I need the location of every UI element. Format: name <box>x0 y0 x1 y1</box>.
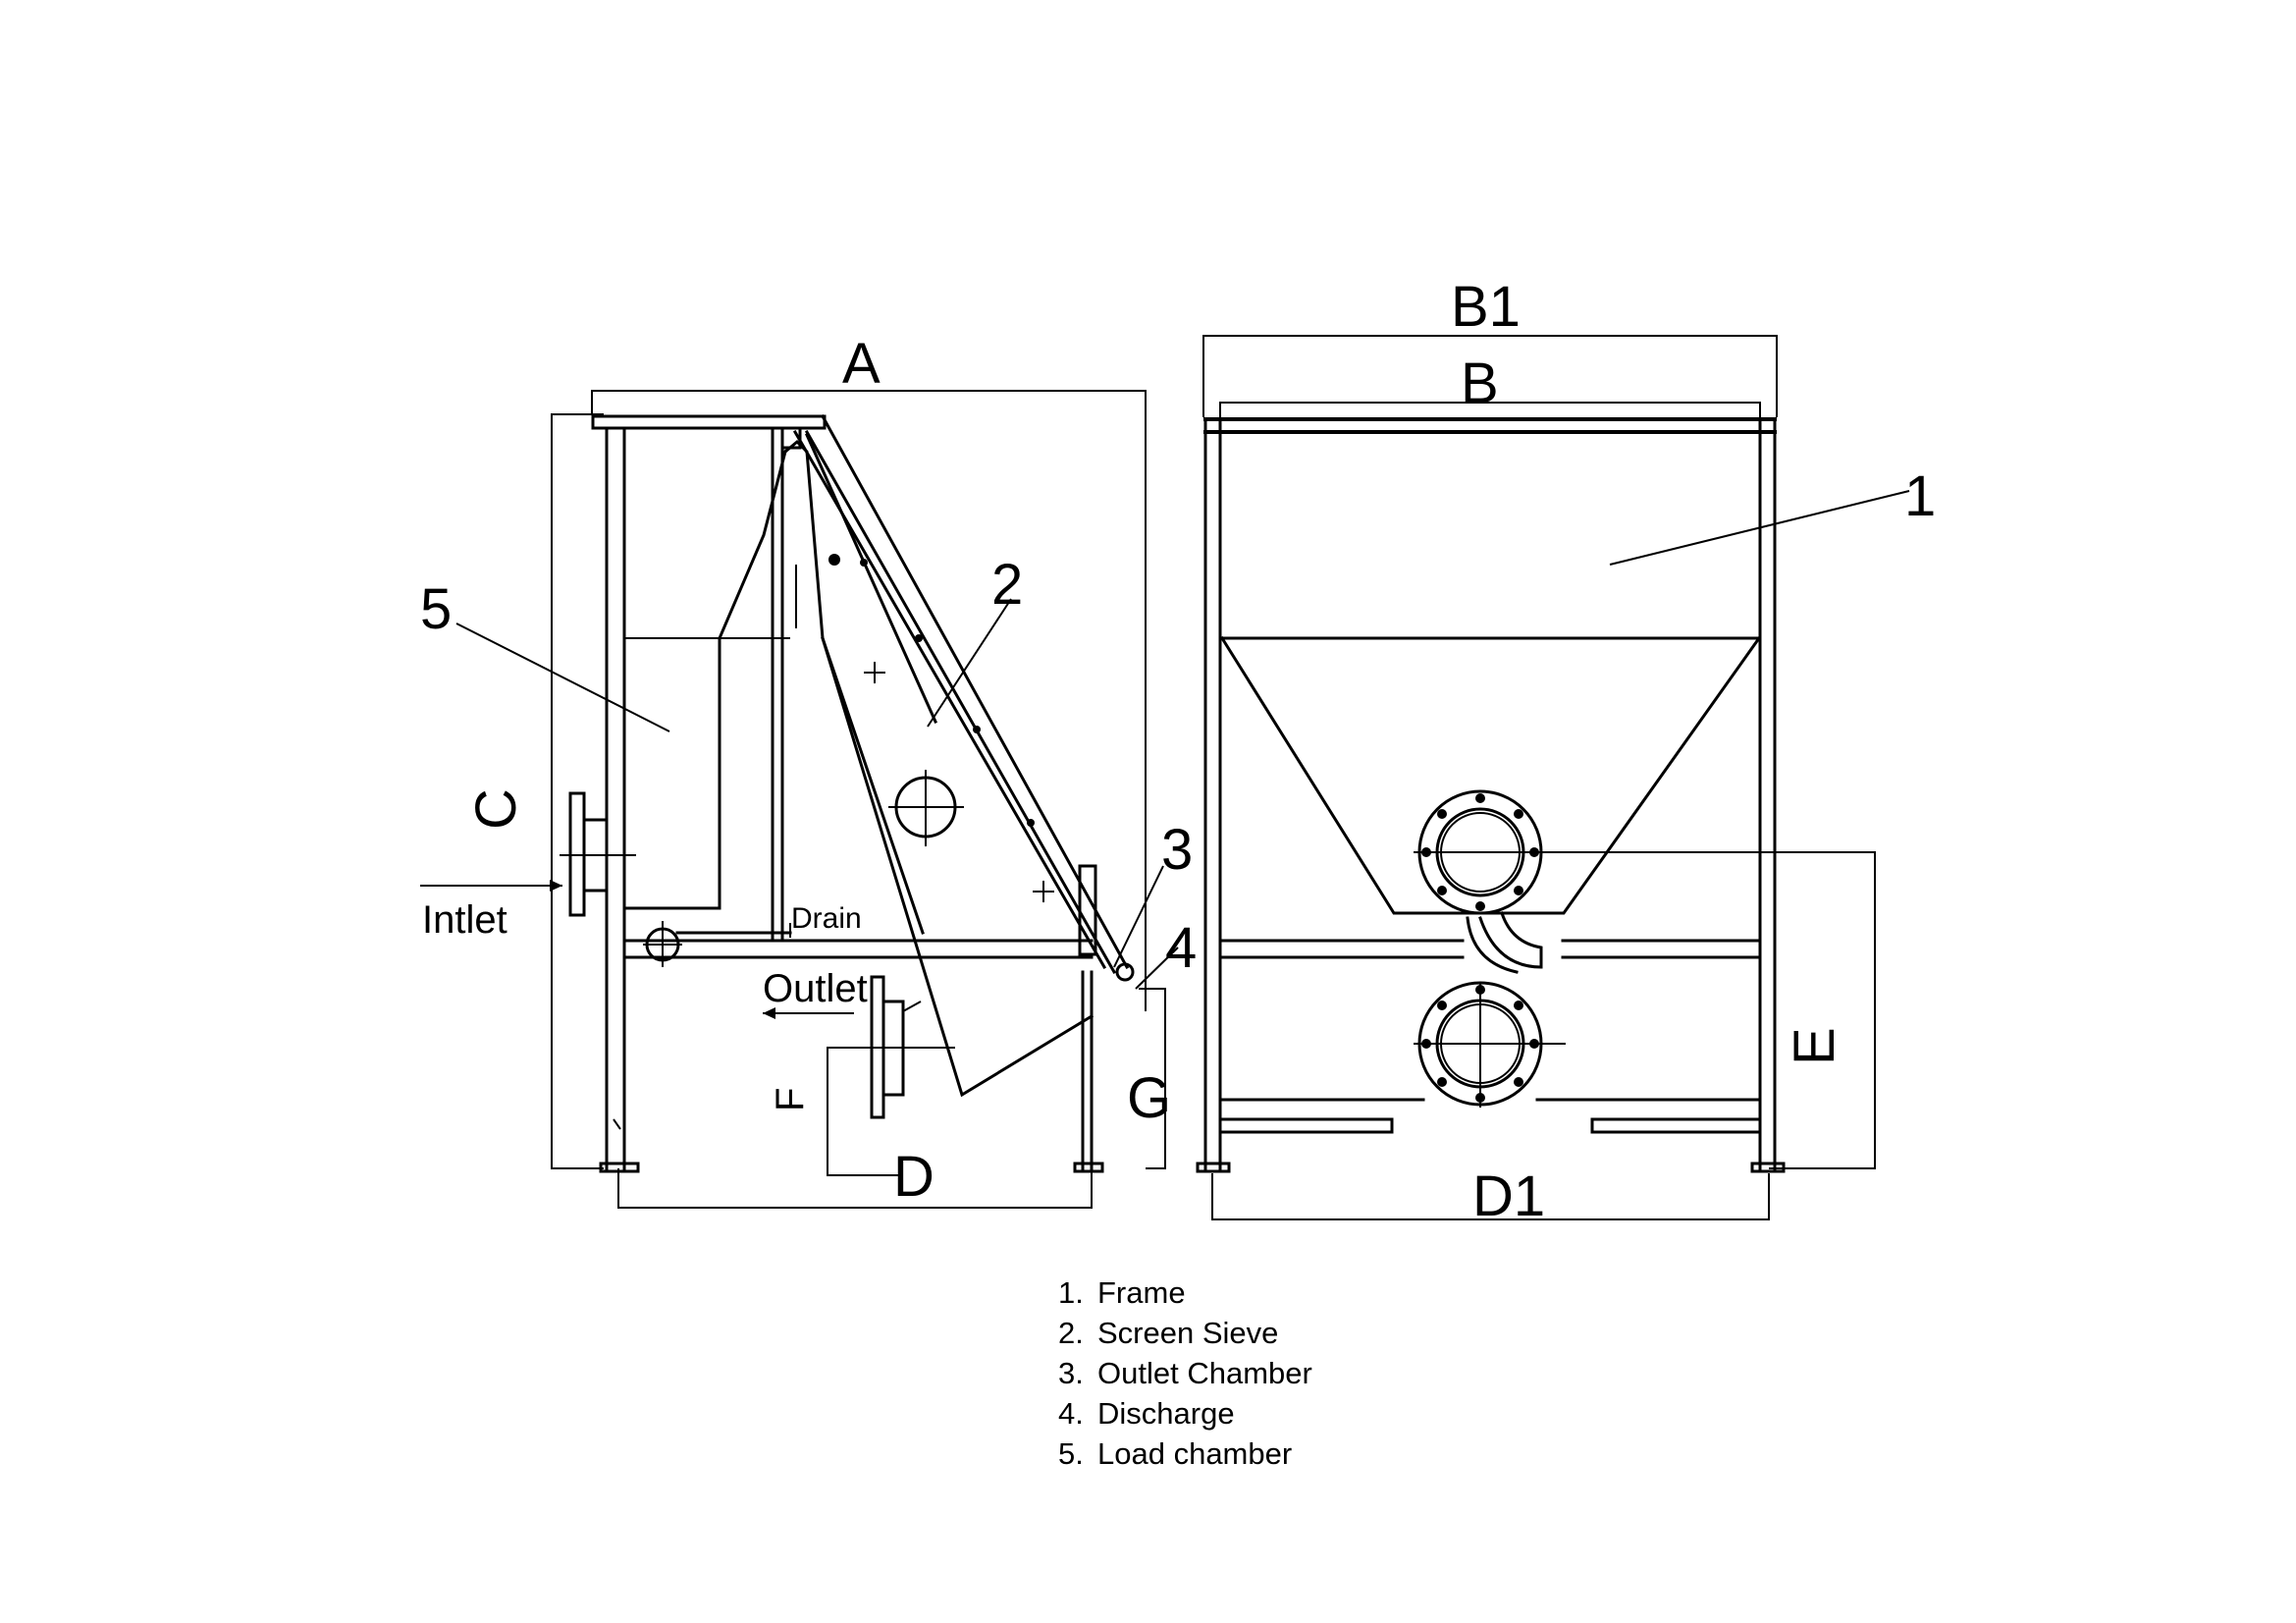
dimension-d-line <box>617 1168 1093 1209</box>
dimension-e-line <box>1546 851 1876 1169</box>
front-left-foot <box>1196 1162 1231 1173</box>
screen-sieve-outer <box>820 413 1130 970</box>
dimension-label-g: G <box>1127 1066 1171 1130</box>
legend-item: 5.Load chamber <box>1058 1436 1293 1471</box>
dimension-g-line <box>1139 988 1166 1169</box>
part-number-3: 3 <box>1161 818 1193 882</box>
leader-1 <box>1609 490 1910 566</box>
sieve-top-block <box>780 426 802 450</box>
part-number-1: 1 <box>1904 464 1936 528</box>
upper-flange-bolts <box>1421 793 1539 911</box>
load-chamber <box>622 450 787 910</box>
dimension-b1-line <box>1202 335 1778 417</box>
side-view: A 5 2 3 4 G D C F Intlet Drain Outlet <box>420 332 1197 1209</box>
dimension-b-line <box>1219 402 1761 417</box>
intlet-label: Intlet <box>422 898 507 942</box>
lower-flange-bolts <box>1421 985 1539 1103</box>
drain-label: Drain <box>791 902 862 935</box>
discharge-point <box>1115 962 1135 982</box>
legend-item: 1.Frame <box>1058 1275 1186 1310</box>
leader-3 <box>1113 865 1164 968</box>
dimension-label-b1: B1 <box>1451 275 1521 339</box>
leader-4 <box>1135 947 1179 990</box>
dimension-label-c: C <box>464 788 528 830</box>
part-number-2: 2 <box>991 553 1023 617</box>
leader-2 <box>927 598 1012 728</box>
part-number-4: 4 <box>1165 916 1197 980</box>
dimension-d1-line <box>1211 1173 1770 1220</box>
left-foot <box>599 1162 640 1173</box>
right-foot <box>1073 1162 1104 1173</box>
screen-housing <box>782 439 1095 1098</box>
dimension-label-e: E <box>1783 1027 1846 1065</box>
outlet-chamber <box>1078 864 1097 956</box>
parts-legend: 1.Frame 2.Screen Sieve 3.Outlet Chamber … <box>1058 1272 1312 1474</box>
dimension-label-f: F <box>769 1088 812 1111</box>
top-plate <box>591 414 827 430</box>
part-number-5: 5 <box>420 577 452 641</box>
elbow-pipe <box>1478 911 1543 969</box>
dimension-label-a: A <box>842 332 881 396</box>
legend-item: 3.Outlet Chamber <box>1058 1356 1312 1390</box>
hopper <box>1219 635 1762 915</box>
dimension-label-b: B <box>1461 352 1499 415</box>
dimension-c-line <box>551 413 604 1169</box>
dimension-label-d1: D1 <box>1472 1164 1545 1228</box>
dimension-f-line <box>827 1047 955 1176</box>
front-right-foot <box>1750 1162 1786 1173</box>
outlet-label: Outlet <box>763 967 868 1010</box>
leader-5 <box>455 622 670 732</box>
dimension-label-d: D <box>893 1145 934 1209</box>
dimension-a-line <box>591 390 1147 1011</box>
screen-bolts <box>828 554 1054 902</box>
front-view: B1 B 1 D1 E <box>1196 275 1936 1228</box>
legend-item: 4.Discharge <box>1058 1396 1235 1431</box>
legend-item: 2.Screen Sieve <box>1058 1316 1279 1350</box>
